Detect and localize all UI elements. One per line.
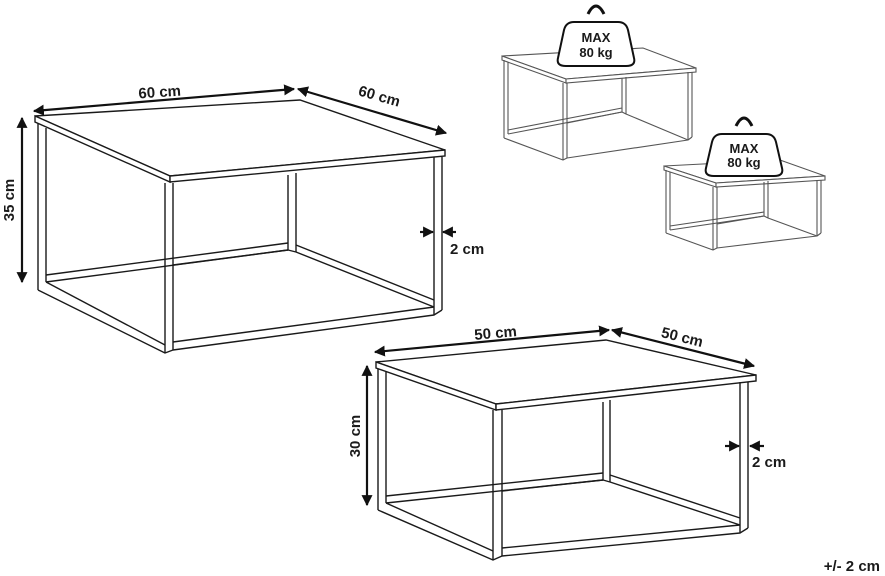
small-table-drawing — [375, 339, 757, 561]
weight-badge-large: MAX 80 kg — [556, 4, 636, 67]
large-width-dimension: 60 cm — [32, 83, 296, 116]
large-width-label: 60 cm — [138, 83, 182, 103]
large-leg-dimension: 2 cm — [420, 226, 484, 258]
weight-icon — [586, 4, 606, 15]
large-height-dimension: 35 cm — [1, 116, 28, 284]
small-width-dimension: 50 cm — [373, 323, 611, 357]
tolerance-note: +/- 2 cm — [824, 558, 880, 575]
weight-badge-small-line1: MAX — [730, 141, 759, 156]
weight-badge-small: MAX 80 kg — [704, 116, 784, 177]
weight-icon — [734, 116, 754, 127]
large-table-drawing — [34, 99, 446, 354]
small-leg-dimension: 2 cm — [725, 440, 786, 471]
weight-badge-large-line1: MAX — [582, 30, 611, 45]
small-width-label: 50 cm — [474, 323, 518, 344]
large-leg-label: 2 cm — [450, 241, 484, 258]
small-leg-label: 2 cm — [752, 454, 786, 471]
large-height-label: 35 cm — [1, 179, 18, 222]
large-depth-label: 60 cm — [356, 83, 402, 111]
small-height-dimension: 30 cm — [347, 364, 373, 507]
small-height-label: 30 cm — [347, 415, 364, 458]
weight-badge-large-line2: 80 kg — [579, 45, 612, 60]
weight-badge-small-line2: 80 kg — [727, 155, 760, 170]
